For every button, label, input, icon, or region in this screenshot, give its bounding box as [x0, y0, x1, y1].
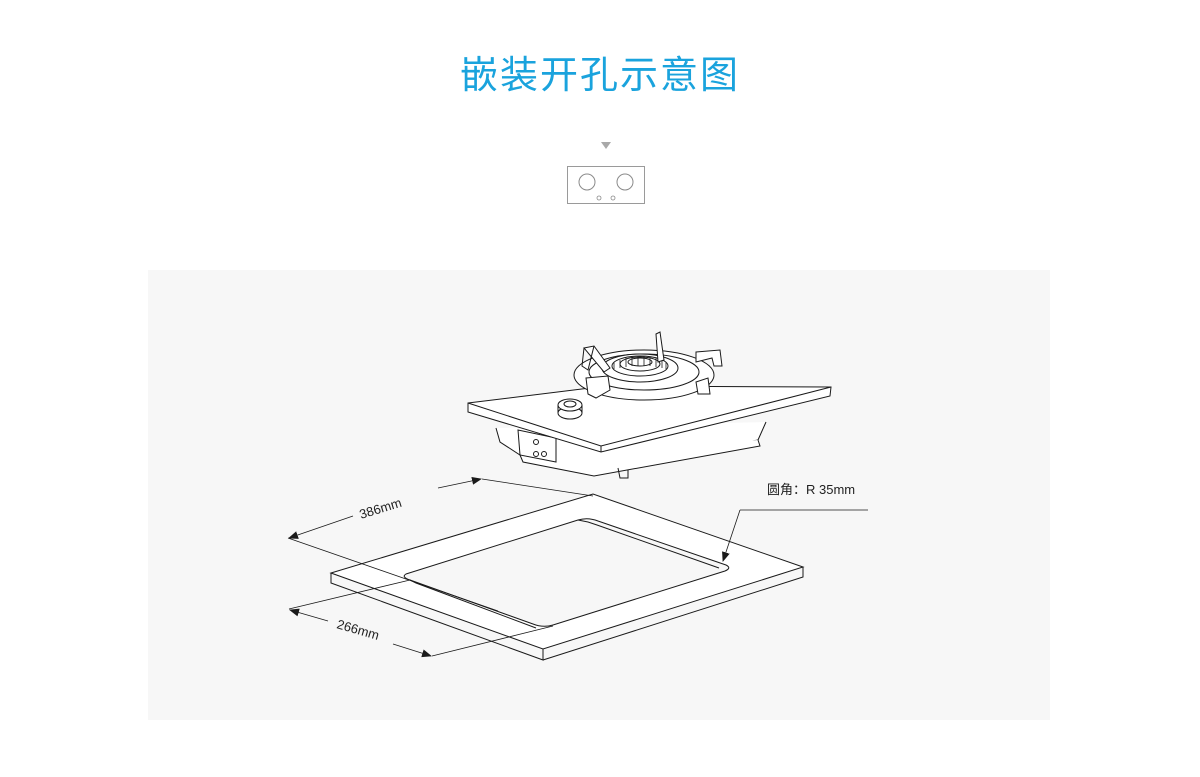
double-burner-hob-icon[interactable] [567, 166, 645, 204]
countertop-cutout-drawing [329, 493, 805, 661]
installation-cutout-diagram: 386mm 266mm 圆角：R 35mm [287, 331, 868, 661]
dimension-lines [287, 476, 868, 658]
dimension-length-label: 386mm [357, 495, 403, 522]
corner-radius-label: 圆角：R 35mm [767, 482, 855, 497]
cutout-diagram-panel: 386mm 266mm 圆角：R 35mm [148, 270, 1050, 720]
page-title: 嵌装开孔示意图 [459, 53, 740, 97]
dimension-width-label: 266mm [335, 616, 381, 642]
gas-hob-drawing [467, 331, 832, 479]
triangle-down-icon [601, 142, 611, 149]
